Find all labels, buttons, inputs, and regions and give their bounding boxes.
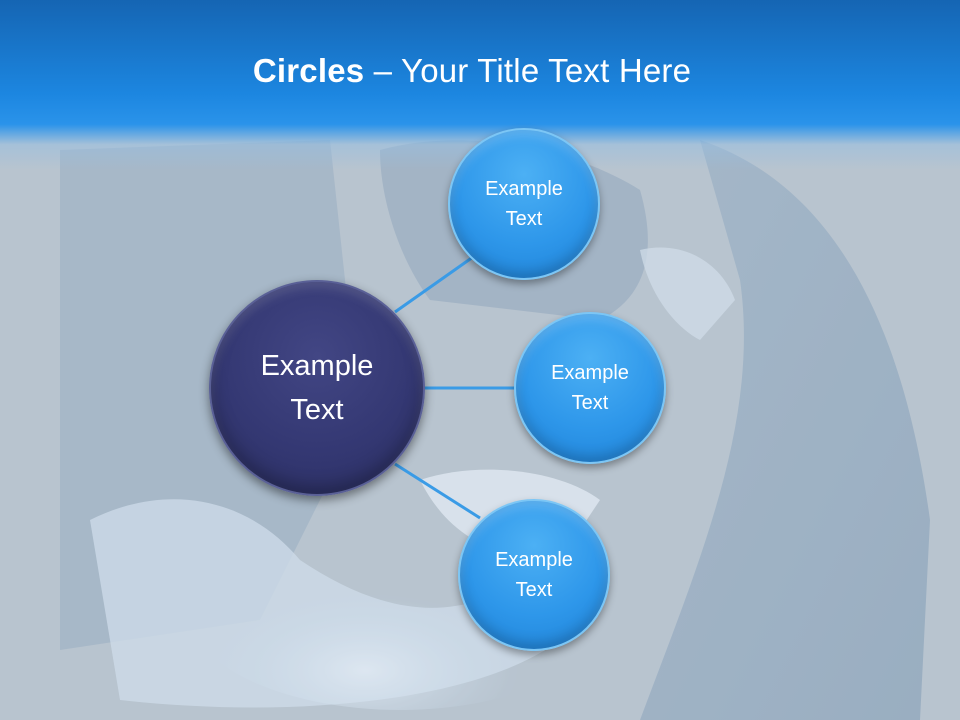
center-circle-label: Example Text xyxy=(260,350,374,426)
slide-title: Circles – Your Title Text Here xyxy=(0,52,944,90)
center-circle: Example Text xyxy=(209,280,425,496)
title-bold: Circles xyxy=(252,52,365,89)
satellite-circle-middle: Example Text xyxy=(514,312,666,464)
connector-line-bottom xyxy=(394,462,481,520)
connector-line-top xyxy=(394,255,474,314)
satellite-label-top: Example Text xyxy=(485,178,563,230)
satellite-label-bottom: Example Text xyxy=(495,549,573,601)
satellite-circle-top: Example Text xyxy=(448,128,600,280)
satellite-circle-bottom: Example Text xyxy=(458,499,610,651)
satellite-label-middle: Example Text xyxy=(551,362,629,414)
title-rest: – Your Title Text Here xyxy=(364,52,692,89)
